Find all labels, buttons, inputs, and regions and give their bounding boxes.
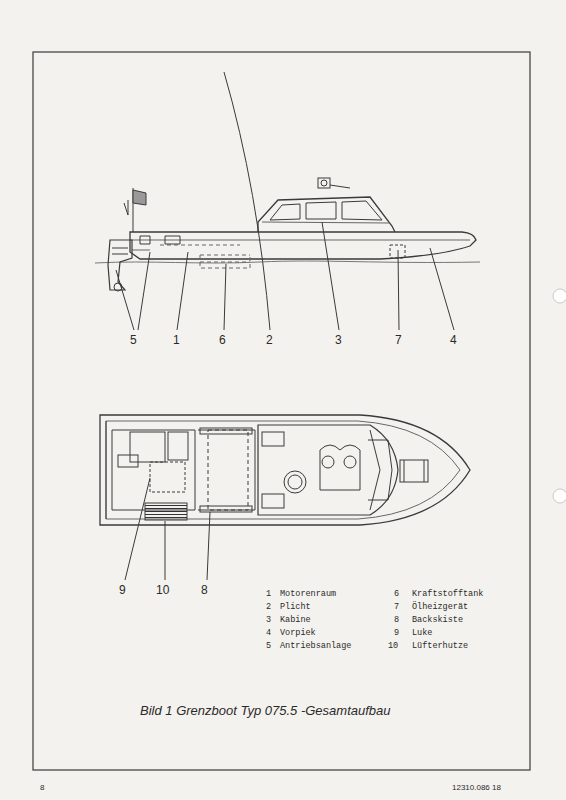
legend-number: 3 — [266, 616, 271, 625]
legend-text: Lüfterhutze — [412, 642, 468, 651]
page-frame — [33, 52, 530, 770]
callout-number: 6 — [219, 334, 226, 346]
punch-hole — [553, 489, 566, 503]
callout-number: 2 — [266, 334, 273, 346]
callout-number: 4 — [450, 334, 457, 346]
legend-text: Antriebsanlage — [280, 642, 351, 651]
legend-number: 2 — [266, 603, 271, 612]
callout-number: 1 — [173, 334, 180, 346]
legend-number: 5 — [266, 642, 271, 651]
legend-text: Vorpiek — [280, 629, 316, 638]
punch-hole — [553, 289, 566, 303]
figure-caption: Bild 1 Grenzboot Typ 075.5 -Gesamtaufbau — [140, 704, 391, 717]
legend-number: 4 — [266, 629, 271, 638]
callout-number: 8 — [201, 584, 208, 596]
top-view — [100, 415, 470, 580]
legend-text: Ölheizgerät — [412, 603, 468, 612]
legend-text: Luke — [412, 629, 432, 638]
document-number: 12310.086 18 — [452, 784, 501, 792]
legend-text: Backskiste — [412, 616, 463, 625]
callout-number: 7 — [395, 334, 402, 346]
legend-number: 6 — [394, 590, 399, 599]
legend-number: 1 — [266, 590, 271, 599]
side-view — [95, 72, 480, 330]
legend-number: 8 — [394, 616, 399, 625]
callout-number: 9 — [119, 584, 126, 596]
page-number: 8 — [40, 784, 44, 792]
callout-number: 3 — [335, 334, 342, 346]
legend-number: 9 — [394, 629, 399, 638]
legend-text: Motorenraum — [280, 590, 336, 599]
callout-number: 5 — [130, 334, 137, 346]
legend-number: 10 — [388, 642, 398, 651]
legend-number: 7 — [394, 603, 399, 612]
legend-text: Plicht — [280, 603, 311, 612]
callout-number: 10 — [156, 584, 169, 596]
legend-text: Kabine — [280, 616, 311, 625]
legend-text: Kraftstofftank — [412, 590, 483, 599]
